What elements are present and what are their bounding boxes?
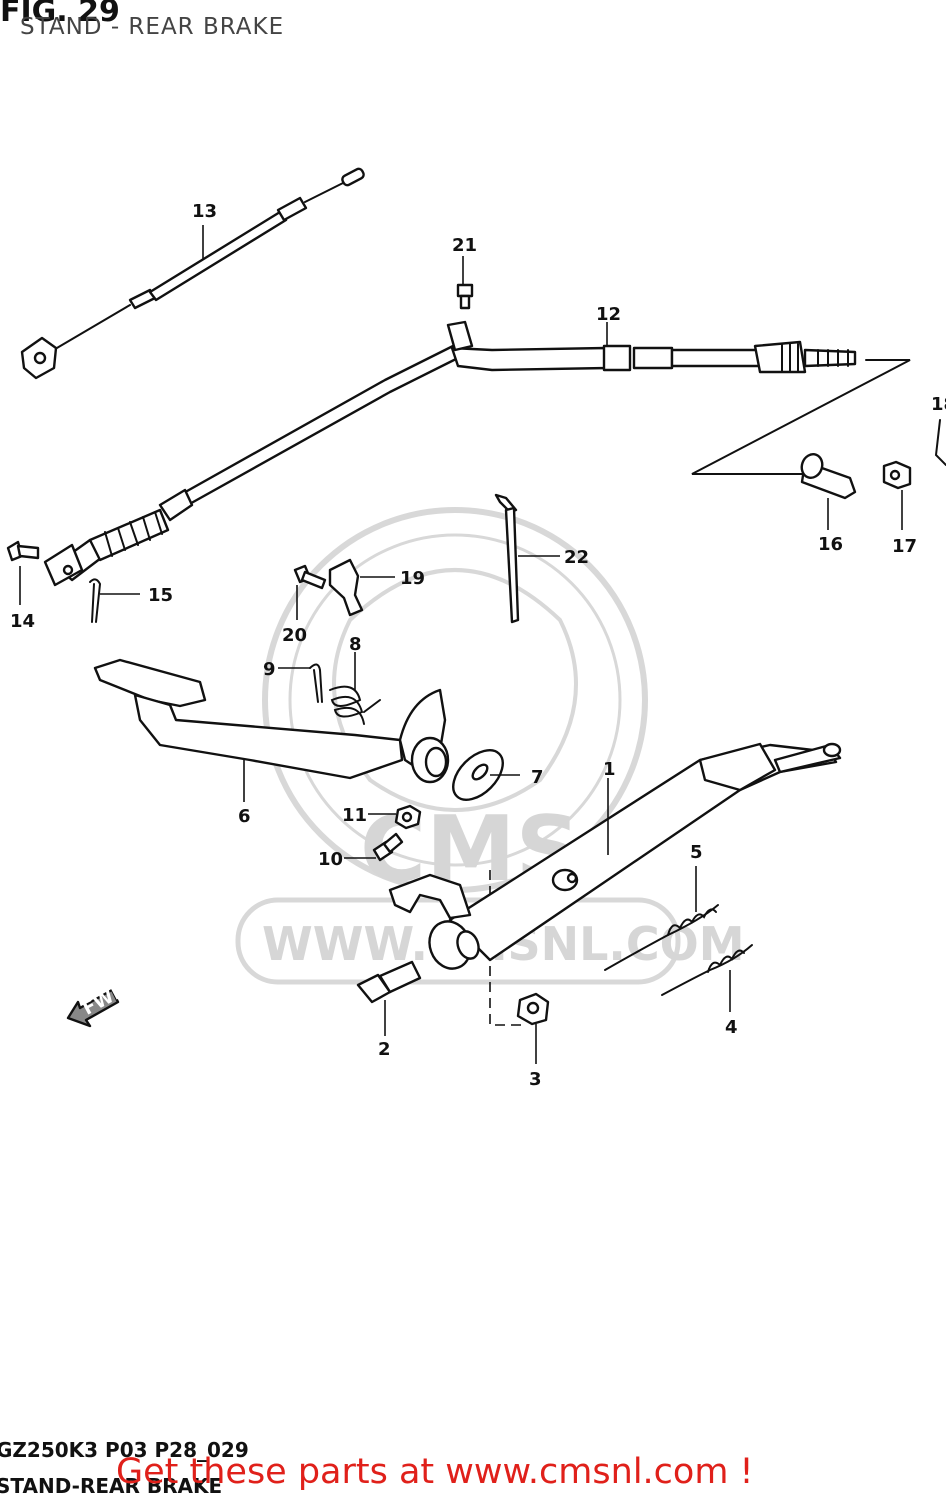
part-12-brake-rod (43, 320, 857, 587)
callout-16: 16 (818, 534, 843, 555)
callout-11: 11 (342, 805, 367, 826)
part-9-cotter-pin (309, 663, 323, 703)
callout-18: 18 (931, 394, 946, 415)
callout-2: 2 (378, 1039, 391, 1060)
callout-15: 15 (148, 585, 173, 606)
buy-parts-link[interactable]: Get these parts at www.cmsnl.com ! (116, 1452, 754, 1492)
part-3-nut (516, 992, 550, 1026)
part-2-pivot-bolt (356, 960, 422, 1004)
part-21-bolt (456, 283, 474, 310)
callout-1: 1 (603, 759, 616, 780)
part-6-brake-pedal (93, 658, 450, 784)
callout-12: 12 (596, 304, 621, 325)
part-15-cotter-pin (89, 578, 102, 623)
callout-8: 8 (349, 634, 362, 655)
figure-number: FIG. 29 (0, 0, 120, 29)
part-8-return-spring (329, 685, 381, 725)
callout-9: 9 (263, 659, 276, 680)
part-11-nut (394, 804, 422, 830)
figure-footer-title: STAND-REAR BRAKE (0, 1474, 223, 1498)
callout-14: 14 (10, 611, 35, 632)
callout-6: 6 (238, 806, 251, 827)
callout-numbers: 1 2 3 4 5 6 7 8 9 10 11 12 13 14 15 16 1… (10, 201, 946, 1090)
callout-21: 21 (452, 235, 477, 256)
part-22-cable-tie (494, 493, 520, 624)
callout-17: 17 (892, 536, 917, 557)
part-16-sleeve (800, 453, 857, 500)
part-17-nut (882, 460, 912, 490)
part-10-bolt (372, 832, 404, 862)
callout-19: 19 (400, 568, 425, 589)
fwd-label: FWD (79, 979, 130, 1020)
part-19-bracket (328, 558, 364, 617)
callout-10: 10 (318, 849, 343, 870)
callout-leaders (19, 225, 903, 1064)
callout-7: 7 (531, 767, 544, 788)
figure-title: STAND - REAR BRAKE (20, 14, 285, 40)
callout-22: 22 (564, 547, 589, 568)
part-20-bolt (293, 564, 327, 590)
callout-5: 5 (690, 842, 703, 863)
callout-20: 20 (282, 625, 307, 646)
part-4-spring (661, 944, 753, 996)
part-14-clevis-pin (6, 540, 40, 562)
part-1-side-stand (388, 742, 842, 970)
callout-3: 3 (529, 1069, 542, 1090)
part-5-spring (604, 904, 719, 971)
part-7-washer (452, 749, 504, 801)
part-18-fitting (934, 419, 946, 466)
callout-13: 13 (192, 201, 217, 222)
forward-direction-arrow: FWD (66, 979, 131, 1028)
cmsnl-watermark: CMS WWW.CMSNL.COM (235, 507, 745, 985)
callout-4: 4 (725, 1017, 738, 1038)
figure-code: GZ250K3 P03 P28_029 (0, 1438, 249, 1462)
part-13-cable (20, 167, 365, 380)
